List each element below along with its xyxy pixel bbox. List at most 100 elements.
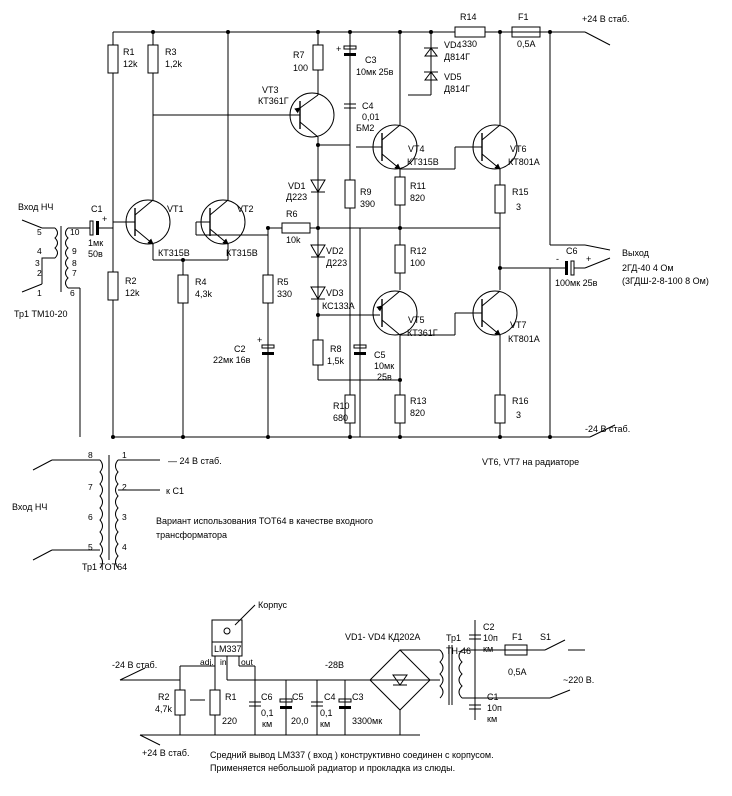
c1-value1: 1мк: [88, 238, 103, 248]
r12-ref: R12: [410, 246, 427, 256]
vt4-type: КТ315В: [407, 157, 439, 167]
psu-switch: [544, 639, 566, 651]
svg-text:in: in: [220, 657, 227, 667]
r8-value: 1,5k: [327, 356, 345, 366]
speaker-alternative: (3ГДШ-2-8-100 8 Ом): [622, 276, 709, 286]
psu-switch-label: S1: [540, 632, 551, 642]
c4-ref: C4: [362, 101, 374, 111]
svg-text:+: +: [336, 44, 341, 54]
psu-rail-label: -28В: [325, 660, 344, 670]
vd3-zener: [310, 286, 326, 300]
c4-value1: 0,01: [362, 112, 380, 122]
input-arrow: [21, 219, 43, 229]
c1-ref: C1: [91, 204, 103, 214]
psu-c3-capacitor: [338, 698, 352, 703]
vd4-ref: VD4: [444, 40, 462, 50]
tot64-primary: [99, 459, 103, 569]
svg-text:+: +: [102, 214, 107, 224]
vt2-ref: VT2: [237, 204, 254, 214]
r8-ref: R8: [330, 344, 342, 354]
r15-value: 3: [516, 202, 521, 212]
r4-value: 4,3k: [195, 289, 213, 299]
r2-resistor: [107, 271, 119, 301]
r10-ref: R10: [333, 401, 350, 411]
tot64-to-c1-label: к С1: [166, 486, 184, 496]
r7-ref: R7: [293, 50, 305, 60]
r10-value: 680: [333, 413, 348, 423]
psu-fuse-value: 0,5А: [508, 667, 527, 677]
vd5-zener: [424, 71, 438, 81]
output-title: Выход: [622, 248, 650, 258]
vd1-type: Д223: [286, 192, 307, 202]
vt3-transistor: [289, 92, 335, 138]
psu-c3-ref: C3: [352, 692, 364, 702]
r4-ref: R4: [195, 277, 207, 287]
psu-tr-type: ТН-46: [446, 646, 471, 656]
vd4-zener: [424, 47, 438, 57]
c5-value2: 25в: [377, 372, 392, 382]
svg-text:3: 3: [122, 512, 127, 522]
r6-value: 10k: [286, 235, 301, 245]
vt1-type: КТ315В: [158, 248, 190, 258]
tot64-variant: 8 7 6 5 1 2 3 4 — 24 В стаб. к С1 Вход Н…: [12, 450, 373, 572]
c6-capacitor: [565, 261, 568, 275]
tot64-supply-label: — 24 В стаб.: [168, 456, 222, 466]
psu-note-2: Применяется небольшой радиатор и проклад…: [210, 763, 455, 773]
r3-resistor: [147, 44, 159, 74]
svg-text:3: 3: [35, 258, 40, 268]
r10-resistor: [344, 394, 356, 424]
r9-value: 390: [360, 199, 375, 209]
r7-resistor: [312, 44, 324, 71]
r2-value: 12k: [125, 288, 140, 298]
svg-text:1: 1: [122, 450, 127, 460]
c1-value2: 50в: [88, 249, 103, 259]
svg-text:4: 4: [37, 246, 42, 256]
psu-c6-value1: 0,1: [261, 708, 274, 718]
supply-positive-label: +24 В стаб.: [582, 14, 629, 24]
psu-r2-value: 4,7k: [155, 704, 173, 714]
psu-c5-ref: C5: [292, 692, 304, 702]
vt7-type: КТ801А: [508, 334, 540, 344]
svg-text:6: 6: [88, 512, 93, 522]
r8-resistor: [312, 339, 324, 366]
psu-c4-value1: 0,1: [320, 708, 333, 718]
lm337-tab: [211, 619, 243, 643]
vt3-ref: VT3: [262, 85, 279, 95]
vt5-transistor: [372, 290, 418, 336]
lm337-label: LM337: [214, 644, 242, 654]
vt3-type: КТ361Г: [258, 96, 289, 106]
r13-ref: R13: [410, 396, 427, 406]
vt5-type: КТ361Г: [407, 328, 438, 338]
r6-ref: R6: [286, 209, 298, 219]
c2-value: 22мк 16в: [213, 355, 251, 365]
c5-value1: 10мк: [374, 361, 394, 371]
svg-text:4: 4: [122, 542, 127, 552]
psu-c6-value2: км: [262, 719, 272, 729]
r14-value: 330: [462, 39, 477, 49]
c3-capacitor: [343, 45, 357, 50]
vt2-type: КТ315В: [226, 248, 258, 258]
vt5-ref: VT5: [408, 315, 425, 325]
r15-resistor: [494, 184, 506, 214]
vd2-diode: [310, 244, 326, 258]
svg-text:7: 7: [72, 268, 77, 278]
psu-r1-resistor: [209, 689, 221, 716]
vt4-ref: VT4: [408, 144, 425, 154]
amplifier-schematic: +24 В стаб. -24 В стаб. R14 330 F1 0,5А …: [14, 12, 709, 467]
c5-ref: C5: [374, 350, 386, 360]
r11-resistor: [394, 176, 406, 206]
c6-value: 100мк 25в: [555, 278, 598, 288]
r11-ref: R11: [410, 181, 426, 191]
vd4-type: Д814Г: [444, 52, 470, 62]
vd3-type: КС133А: [322, 301, 355, 311]
r5-resistor: [262, 274, 274, 304]
psu-c2-value2: км: [483, 644, 493, 654]
vd5-ref: VD5: [444, 72, 462, 82]
r6-resistor: [281, 222, 311, 234]
tot64-tr-label: Тр1 ТОТ64: [82, 562, 127, 572]
psu-out-label: -24 В стаб.: [112, 660, 157, 670]
f1-value: 0,5А: [517, 39, 536, 49]
vd5-type: Д814Г: [444, 84, 470, 94]
svg-text:10: 10: [70, 227, 80, 237]
power-supply-schematic: Корпус LM337 adj. in out -24 В стаб. R2 …: [112, 600, 594, 773]
